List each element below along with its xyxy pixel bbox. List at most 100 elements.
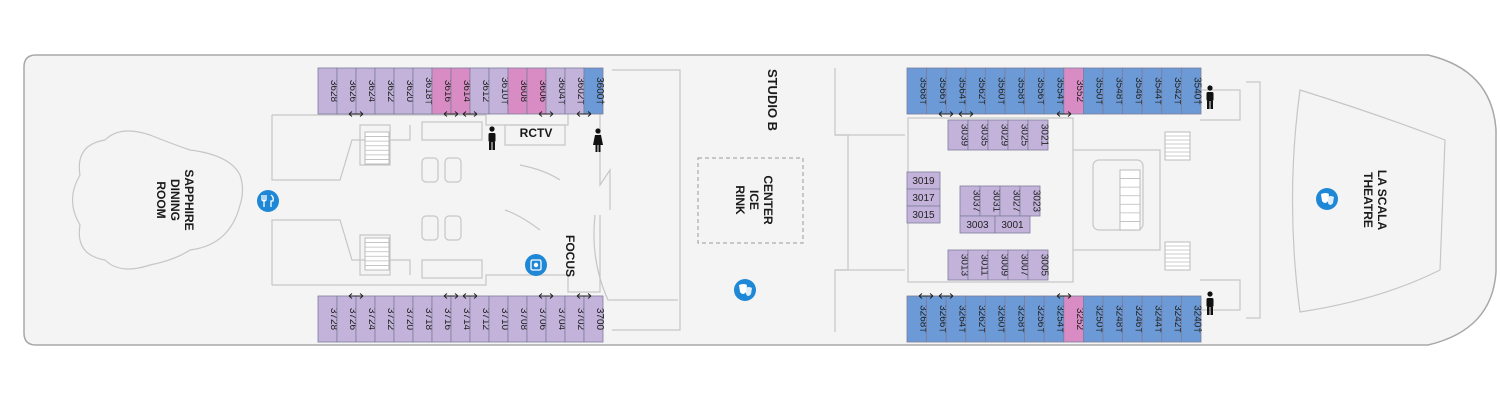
inside-cabin[interactable]: 3007	[1007, 249, 1030, 281]
inside-cabin[interactable]: 3017	[906, 188, 941, 207]
cabin[interactable]: 3714	[450, 295, 472, 343]
cabin[interactable]: 3728	[317, 295, 339, 343]
cabin[interactable]: 3552	[1063, 67, 1085, 115]
cabin[interactable]: 3620	[393, 67, 415, 115]
cabin-number: 3714	[461, 308, 472, 331]
cabin[interactable]: 3264†	[945, 295, 968, 343]
cabin[interactable]: 3542†	[1161, 67, 1183, 115]
cabin[interactable]: 3550†	[1083, 67, 1105, 115]
connecting-arrow-icon	[462, 111, 478, 117]
cabin[interactable]: 3564†	[945, 67, 968, 115]
inside-cabin[interactable]: 3029	[987, 119, 1010, 151]
cabin[interactable]: 3702	[564, 295, 586, 343]
cabin[interactable]: 3266†	[926, 295, 948, 343]
inside-cabin[interactable]: 3025	[1007, 119, 1030, 151]
cabin[interactable]: 3710	[488, 295, 510, 343]
inside-cabin[interactable]: 3005	[1027, 249, 1050, 281]
inside-cabin[interactable]: 3009	[987, 249, 1010, 281]
rctv-label: RCTV	[520, 126, 553, 140]
cabin[interactable]: 3604†	[545, 67, 567, 115]
cabin[interactable]: 3600†	[583, 67, 605, 115]
inside-cabin[interactable]: 3035	[967, 119, 990, 151]
cabin[interactable]: 3558†	[1004, 67, 1026, 115]
theatre-masks-icon[interactable]	[734, 279, 756, 301]
cabin-number: 3728	[328, 308, 339, 331]
cabin[interactable]: 3566†	[926, 67, 948, 115]
cabin[interactable]: 3562†	[965, 67, 987, 115]
studio-label: STUDIO B	[765, 69, 780, 131]
cabin[interactable]: 3568†	[906, 67, 928, 115]
cabin[interactable]: 3546†	[1122, 67, 1144, 115]
cabin-number: 3035	[979, 124, 990, 147]
cabin-number: 3562†	[976, 77, 987, 105]
cabin-number: 3250†	[1094, 305, 1105, 333]
inside-cabin[interactable]: 3021	[1027, 119, 1050, 151]
cabin[interactable]: 3554†	[1043, 67, 1066, 115]
cabin[interactable]: 3726	[336, 295, 358, 343]
cabin-number: 3566†	[937, 77, 948, 105]
cabin[interactable]: 3622	[374, 67, 396, 115]
stair-block	[364, 131, 390, 165]
cabin[interactable]: 3252	[1063, 295, 1085, 343]
cabin[interactable]: 3616	[431, 67, 453, 115]
inside-cabin[interactable]: 3037	[959, 185, 982, 217]
inside-cabin[interactable]: 3039	[947, 119, 970, 151]
cabin[interactable]: 3610†	[488, 67, 510, 115]
inside-cabin[interactable]: 3013	[947, 249, 970, 281]
cabin[interactable]: 3244†	[1141, 295, 1164, 343]
cabin[interactable]: 3720	[393, 295, 415, 343]
cabin[interactable]: 3606	[526, 67, 548, 115]
rink-label-line-1: CENTER	[761, 175, 775, 225]
cabin[interactable]: 3724	[355, 295, 377, 343]
theatre-masks-icon[interactable]	[1316, 188, 1338, 210]
cabin[interactable]: 3250†	[1083, 295, 1105, 343]
cabin[interactable]: 3712	[469, 295, 491, 343]
cabin[interactable]: 3614	[450, 67, 472, 115]
cabin[interactable]: 3256†	[1024, 295, 1046, 343]
cabin[interactable]: 3260†	[985, 295, 1007, 343]
inside-cabin[interactable]: 3027	[999, 185, 1022, 217]
cabin[interactable]: 3708	[507, 295, 529, 343]
inside-cabin[interactable]: 3001	[994, 215, 1031, 234]
cabin[interactable]: 3556†	[1024, 67, 1046, 115]
cabin[interactable]: 3544†	[1141, 67, 1164, 115]
cabin[interactable]: 3716	[431, 295, 453, 343]
cabin[interactable]: 3246†	[1122, 295, 1144, 343]
inside-cabin[interactable]: 3003	[959, 215, 996, 234]
cabin[interactable]: 3718	[412, 295, 434, 343]
cabin-number: 3704	[556, 308, 567, 331]
inside-cabin[interactable]: 3023	[1019, 185, 1042, 217]
cabin-number: 3005	[1039, 254, 1050, 277]
cabin[interactable]: 3722	[374, 295, 396, 343]
cabin[interactable]: 3540†	[1181, 67, 1203, 115]
cabin[interactable]: 3560†	[985, 67, 1007, 115]
cabin[interactable]: 3624	[355, 67, 377, 115]
cabin[interactable]: 3268†	[906, 295, 928, 343]
cabin[interactable]: 3262†	[965, 295, 987, 343]
cabin[interactable]: 3704	[545, 295, 567, 343]
cabin[interactable]: 3248†	[1102, 295, 1124, 343]
cabin[interactable]: 3258†	[1004, 295, 1026, 343]
cabin[interactable]: 3700	[583, 295, 605, 343]
inside-cabin[interactable]: 3019	[906, 171, 941, 190]
cabin[interactable]: 3548†	[1102, 67, 1124, 115]
cabin[interactable]: 3626	[336, 67, 358, 115]
stair-block	[364, 237, 390, 271]
cabin[interactable]: 3240†	[1181, 295, 1203, 343]
inside-cabin[interactable]: 3011	[967, 249, 990, 281]
focus-icon[interactable]	[525, 254, 547, 276]
dining-icon[interactable]	[257, 190, 279, 212]
cabin[interactable]: 3628	[317, 67, 339, 115]
cabin[interactable]: 3242†	[1161, 295, 1183, 343]
inside-cabin[interactable]: 3031	[979, 185, 1002, 217]
inside-cabin[interactable]: 3015	[906, 205, 941, 224]
cabin[interactable]: 3706	[526, 295, 548, 343]
cabin[interactable]: 3618†	[412, 67, 434, 115]
cabin[interactable]: 3608	[507, 67, 529, 115]
connecting-arrow-icon	[918, 293, 934, 299]
cabin-number: 3622	[385, 80, 396, 103]
cabin[interactable]: 3602†	[564, 67, 586, 115]
cabin[interactable]: 3254†	[1043, 295, 1066, 343]
cabin[interactable]: 3612	[469, 67, 491, 115]
